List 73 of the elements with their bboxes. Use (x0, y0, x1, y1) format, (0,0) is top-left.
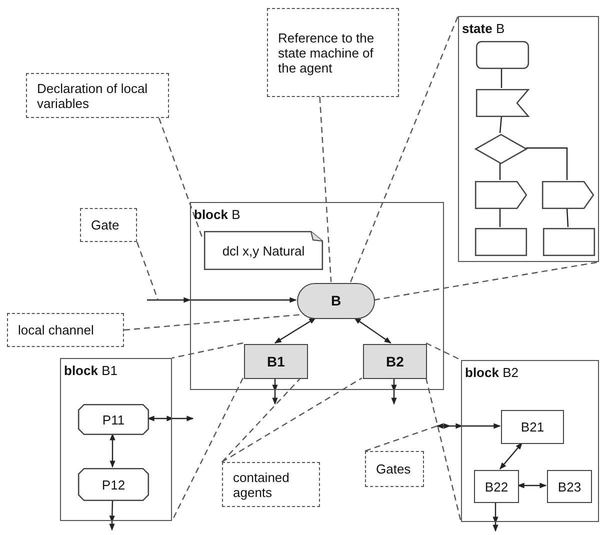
callout-box (80, 208, 137, 242)
leader-line (350, 16, 459, 282)
leader-line (374, 261, 600, 301)
process-shape (78, 468, 149, 501)
decision-diamond (475, 134, 527, 164)
node-label: P12 (100, 477, 126, 492)
arrow (517, 482, 547, 488)
callout-text: local channel (18, 322, 95, 338)
leader-line (172, 342, 244, 359)
connector-line (499, 116, 502, 134)
arrow (492, 502, 498, 532)
callout-box (365, 451, 424, 487)
arrow (109, 500, 115, 530)
callout-box (222, 462, 320, 507)
leader-line (364, 425, 438, 452)
leader-line (222, 377, 362, 463)
input-symbol (476, 89, 529, 117)
agent-box (244, 344, 308, 379)
callout-text: Reference to the state machine of the agent (278, 30, 376, 75)
callout-box (26, 73, 169, 118)
arrow (354, 318, 392, 344)
leader-line (222, 378, 302, 462)
frame-title: state B (462, 21, 505, 36)
node-label: B23 (556, 479, 582, 494)
callout-text: contained agents (233, 470, 290, 500)
leader-line (426, 342, 462, 361)
arrow (436, 423, 500, 429)
frame-title: block B2 (465, 365, 518, 380)
node-label: P11 (101, 412, 126, 427)
arrow (500, 442, 522, 470)
leader-line (136, 242, 159, 300)
connector-line (566, 208, 569, 228)
block-frame (461, 360, 599, 522)
agent-box (474, 470, 519, 503)
node-label: B1 (266, 354, 286, 369)
callout-box (267, 8, 399, 97)
node-label: B (330, 294, 342, 308)
frame-title: block B1 (64, 363, 118, 378)
process-shape (78, 404, 149, 435)
connector-line (526, 147, 568, 180)
note-shape (204, 231, 323, 270)
callout-box (7, 313, 124, 347)
agent-shape (297, 283, 375, 319)
connector-line (499, 208, 501, 227)
leader-line (425, 378, 462, 522)
leader-line (319, 96, 332, 282)
agent-box (363, 344, 427, 379)
arrow (148, 416, 194, 422)
arrow (147, 297, 296, 303)
node-label: B2 (385, 354, 405, 369)
arrow (391, 378, 397, 404)
connector-line (499, 163, 501, 180)
frame-title: block B (194, 207, 240, 222)
block-frame (60, 358, 172, 521)
callout-text: Gate (91, 218, 120, 232)
callout-text: Declaration of local variables (37, 80, 149, 110)
node-label: B22 (484, 479, 510, 494)
output-symbol (475, 181, 527, 209)
block-frame (458, 16, 599, 262)
node-label: B21 (520, 420, 546, 434)
state-box (543, 228, 595, 256)
arrow (272, 378, 278, 404)
arrow (274, 317, 316, 344)
block-frame (190, 202, 444, 390)
node-label: dcl x,y Natural (221, 243, 306, 258)
connector-line (500, 68, 502, 88)
state-box (475, 228, 527, 256)
agent-box (547, 470, 592, 503)
arrow (110, 433, 116, 468)
callout-text: Gates (376, 462, 412, 476)
agent-box (501, 410, 564, 444)
output-symbol (542, 181, 594, 209)
state-box (476, 41, 529, 69)
